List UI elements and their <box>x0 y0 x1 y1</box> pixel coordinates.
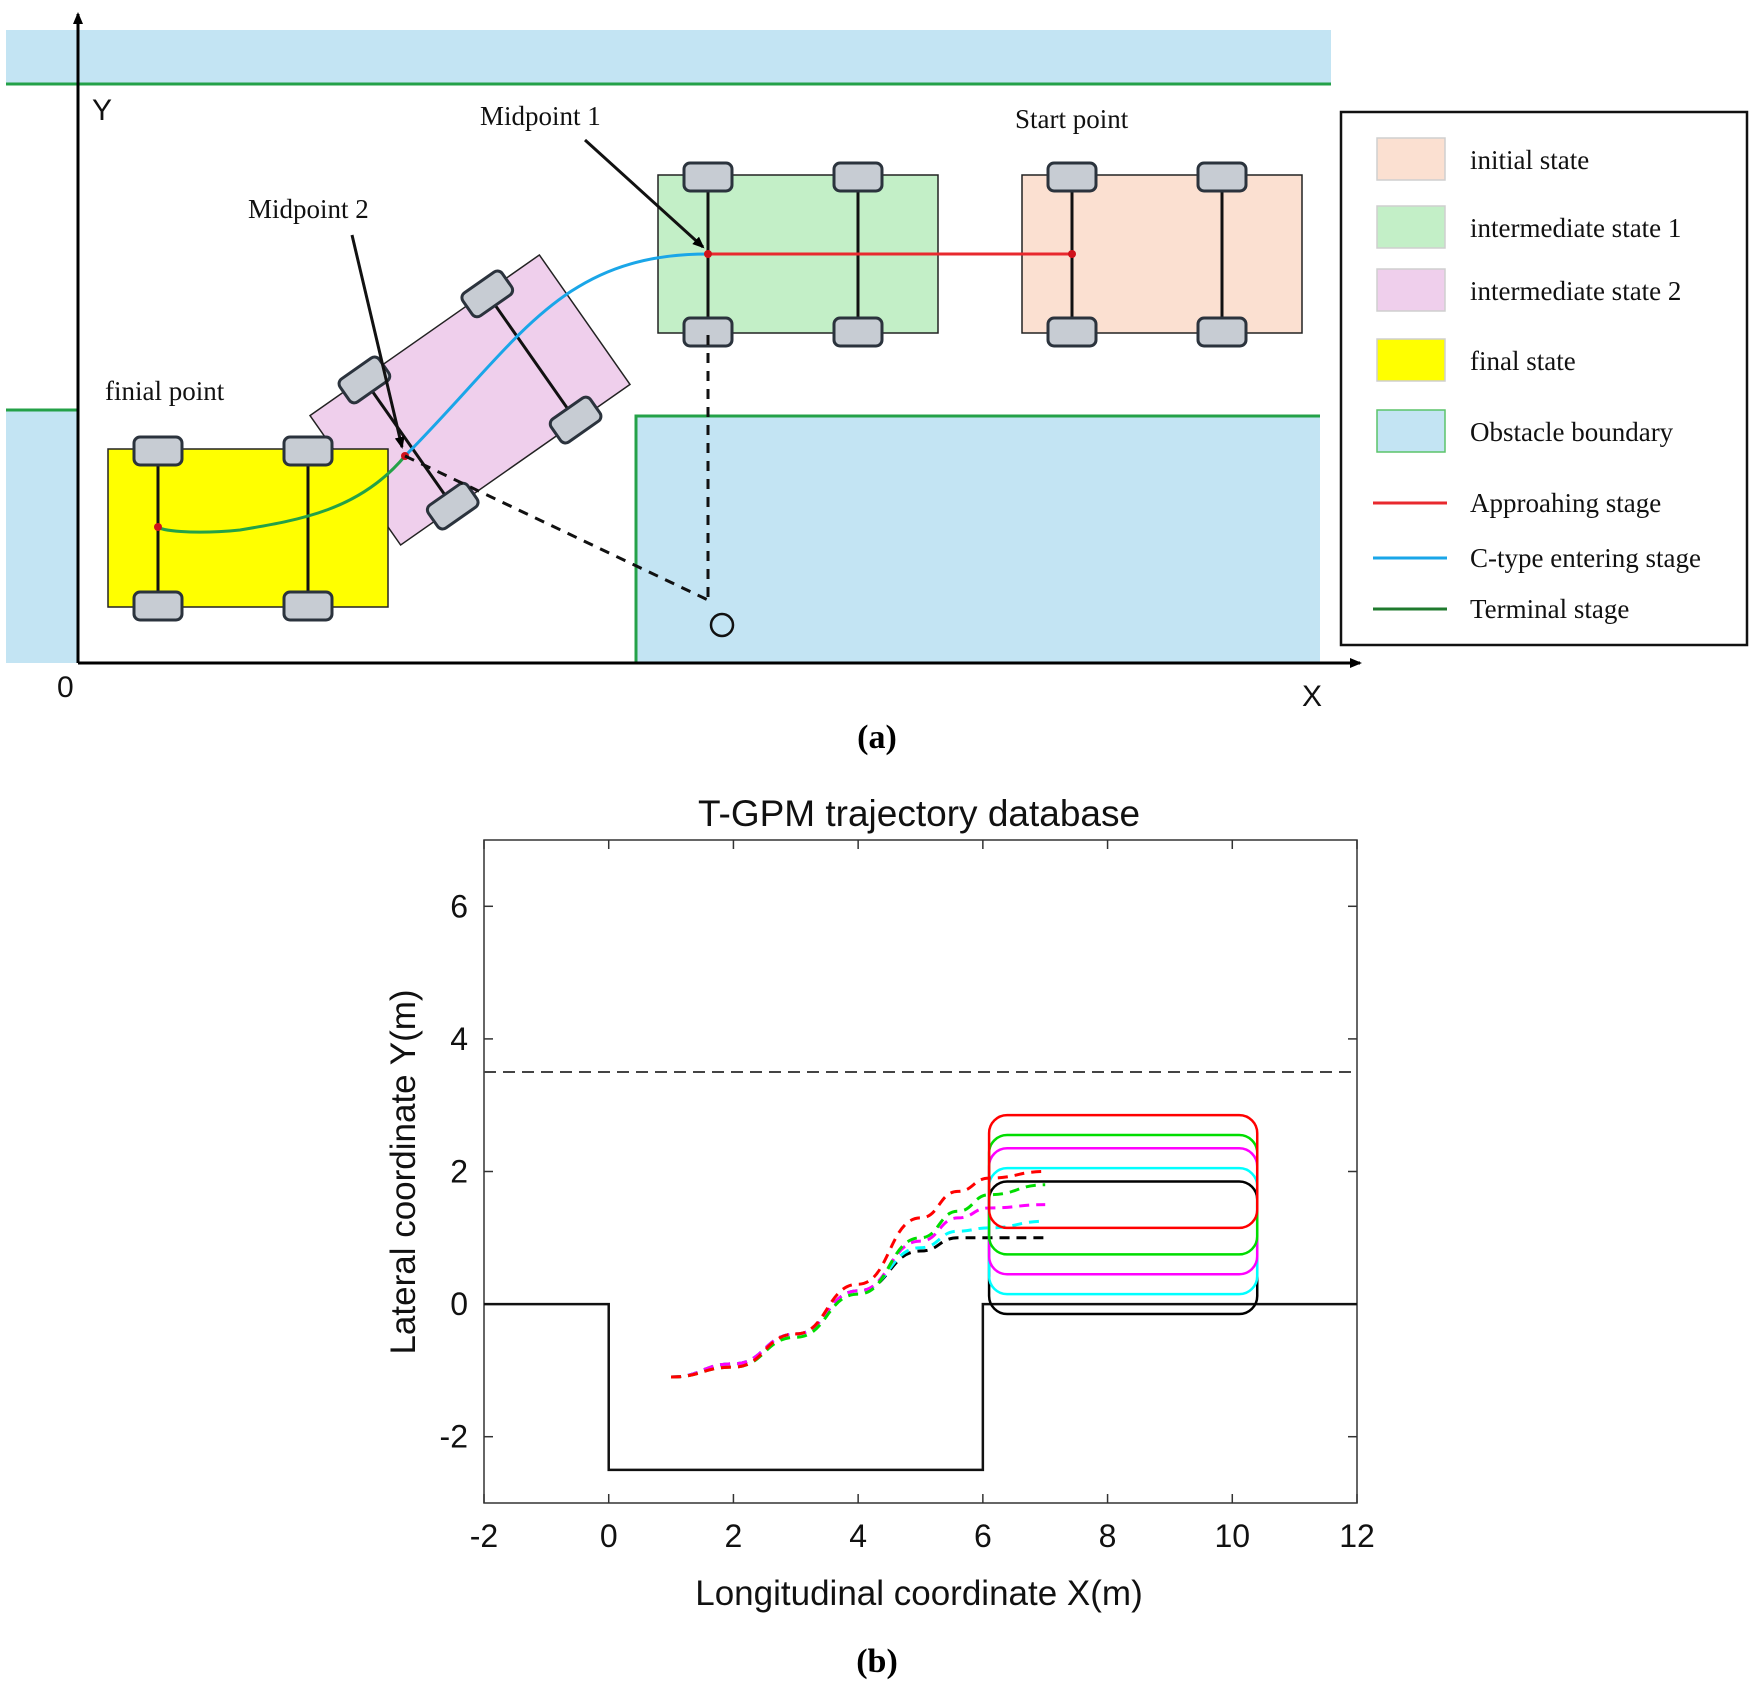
obstacle-left <box>6 410 78 663</box>
y-tick-label: -2 <box>440 1419 468 1455</box>
obstacle-right <box>636 416 1320 663</box>
trajectory-loop <box>987 1113 1259 1230</box>
turning-center <box>709 612 735 638</box>
x-tick-label: 8 <box>1099 1518 1117 1554</box>
legend-swatch <box>1376 409 1446 453</box>
legend-label: final state <box>1470 346 1576 376</box>
x-tick-label: -2 <box>470 1518 498 1554</box>
y-tick-label: 0 <box>450 1286 468 1322</box>
y-axis-title: Lateral coordinate Y(m) <box>384 989 423 1354</box>
caption-b: (b) <box>856 1643 898 1680</box>
x-axis-label: X <box>1302 680 1322 713</box>
legend-label: Approahing stage <box>1470 488 1661 518</box>
obstacle-right-boundary <box>634 414 1320 663</box>
legend-swatch <box>1376 338 1446 382</box>
legend-label: initial state <box>1470 145 1589 175</box>
legend-label: C-type entering stage <box>1470 543 1701 573</box>
obstacle-top <box>6 30 1331 84</box>
y-tick-label: 2 <box>450 1154 468 1190</box>
caption-a: (a) <box>857 719 897 756</box>
trajectory-chart: -2 0 2 4 6 8 10 12 -2 0 2 4 6 T-GPM trajectory datab… <box>384 793 1375 1680</box>
legend-swatch <box>1376 268 1446 312</box>
legend: initial state intermediate state 1 interme… <box>1339 110 1749 647</box>
radius-line-2 <box>404 454 709 602</box>
parking-schematic: 0 Y X <box>6 12 1749 756</box>
legend-swatch <box>1376 205 1446 249</box>
plot-frame <box>483 839 1358 1504</box>
midpoint-1-label: Midpoint 1 <box>480 101 601 131</box>
c-type-entering-path <box>403 252 709 458</box>
x-tick-label: 4 <box>849 1518 867 1554</box>
midpoint-1-arrow <box>583 138 705 249</box>
parking-boundary <box>484 1302 1357 1472</box>
legend-label: Obstacle boundary <box>1470 417 1674 447</box>
trajectory-approach <box>671 1170 1046 1379</box>
y-axis-label: Y <box>92 94 112 127</box>
start-point-label: Start point <box>1015 104 1129 134</box>
terminal-stage-path <box>156 455 407 534</box>
x-tick-label: 12 <box>1339 1518 1375 1554</box>
final-point-label: finial point <box>105 376 225 406</box>
legend-label: Terminal stage <box>1470 594 1629 624</box>
x-axis-title: Longitudinal coordinate X(m) <box>695 1574 1142 1613</box>
trajectory-approach <box>671 1203 1046 1379</box>
legend-swatch <box>1376 137 1446 181</box>
x-tick-label: 0 <box>600 1518 618 1554</box>
x-tick-label: 10 <box>1214 1518 1250 1554</box>
x-tick-label: 6 <box>974 1518 992 1554</box>
midpoint-2-arrow <box>350 234 405 449</box>
y-tick-label: 6 <box>450 888 468 924</box>
legend-label: intermediate state 2 <box>1470 276 1681 306</box>
origin-label: 0 <box>57 671 74 704</box>
y-tick-label: 4 <box>450 1021 468 1057</box>
legend-label: intermediate state 1 <box>1470 213 1681 243</box>
midpoint-2-label: Midpoint 2 <box>248 194 369 224</box>
x-tick-label: 2 <box>725 1518 743 1554</box>
chart-title: T-GPM trajectory database <box>698 793 1140 834</box>
